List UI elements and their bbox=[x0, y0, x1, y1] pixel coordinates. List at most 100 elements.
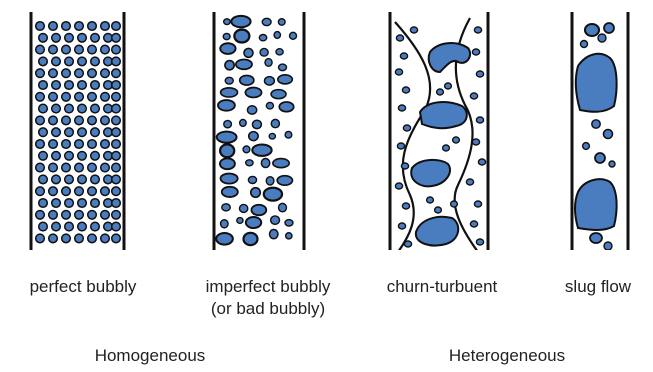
bubble bbox=[39, 128, 48, 137]
bubble bbox=[474, 27, 481, 33]
bubble bbox=[39, 104, 48, 113]
panel-churn-turbulent bbox=[390, 12, 488, 250]
bubble bbox=[243, 146, 250, 153]
bubble bbox=[39, 152, 48, 161]
bubble bbox=[62, 116, 71, 125]
bubble bbox=[271, 90, 286, 99]
bubble bbox=[402, 203, 409, 209]
bubble bbox=[395, 183, 402, 189]
bubble bbox=[216, 233, 233, 245]
bubble bbox=[78, 152, 87, 161]
bubble bbox=[39, 175, 48, 184]
bubble bbox=[249, 132, 258, 141]
bubble bbox=[220, 173, 237, 183]
taylor-bubble bbox=[575, 179, 617, 230]
bubble bbox=[476, 117, 483, 123]
bubble bbox=[78, 57, 87, 66]
bubble bbox=[276, 49, 283, 55]
bubble bbox=[609, 161, 615, 167]
bubble bbox=[252, 120, 261, 128]
bubble bbox=[52, 104, 61, 113]
bubble bbox=[49, 211, 58, 220]
bubble bbox=[251, 188, 260, 198]
bubble bbox=[62, 187, 71, 196]
bubble bbox=[221, 220, 229, 228]
bubble bbox=[474, 201, 481, 207]
bubble bbox=[78, 81, 87, 90]
bubble bbox=[112, 152, 121, 161]
bubble bbox=[285, 220, 293, 226]
bubble bbox=[62, 45, 71, 54]
bubble bbox=[75, 22, 84, 31]
bubble bbox=[237, 218, 243, 224]
bubble bbox=[78, 222, 87, 231]
bubble bbox=[398, 223, 405, 229]
bubble bbox=[112, 81, 121, 90]
bubble bbox=[278, 75, 292, 84]
bubble bbox=[112, 211, 121, 220]
bubble bbox=[36, 140, 45, 149]
bubble bbox=[65, 81, 74, 90]
bubble bbox=[246, 160, 253, 166]
bubble bbox=[91, 34, 100, 43]
bubble bbox=[36, 234, 45, 243]
bubble bbox=[36, 69, 45, 78]
bubble bbox=[101, 93, 110, 102]
bubble bbox=[252, 144, 271, 155]
flow-regime-diagram bbox=[0, 0, 653, 250]
panel-label-sub: (or bad bubbly) bbox=[178, 298, 358, 320]
bubble bbox=[91, 222, 100, 231]
bubble bbox=[52, 222, 61, 231]
bubbles-imperfect-bubbly bbox=[216, 16, 296, 245]
bubble bbox=[270, 230, 279, 239]
bubble bbox=[581, 41, 588, 48]
bubble bbox=[101, 116, 110, 125]
bubble bbox=[260, 48, 268, 56]
bubble bbox=[112, 128, 121, 137]
bubble bbox=[78, 175, 87, 184]
bubble bbox=[269, 133, 275, 139]
bubble bbox=[218, 100, 235, 111]
bubble bbox=[251, 205, 266, 216]
bubble bbox=[75, 187, 84, 196]
panel-label-imperfect-bubbly: imperfect bubbly (or bad bubbly) bbox=[178, 276, 358, 320]
bubble bbox=[225, 61, 234, 70]
bubble bbox=[101, 234, 110, 243]
bubble bbox=[88, 211, 97, 220]
bubble bbox=[52, 81, 61, 90]
bubble bbox=[91, 199, 100, 208]
bubble bbox=[279, 102, 293, 112]
bubble bbox=[65, 104, 74, 113]
bubble bbox=[78, 199, 87, 208]
bubble bbox=[75, 45, 84, 54]
bubble bbox=[88, 163, 97, 172]
bubble bbox=[65, 199, 74, 208]
bubble bbox=[112, 187, 121, 196]
bubble bbox=[75, 163, 84, 172]
bubble bbox=[112, 199, 121, 208]
bubble bbox=[401, 163, 408, 169]
bubble bbox=[101, 22, 110, 31]
bubble bbox=[264, 188, 282, 201]
bubble bbox=[239, 204, 247, 212]
bubble bbox=[75, 211, 84, 220]
bubble bbox=[285, 131, 292, 138]
bubble bbox=[248, 176, 256, 183]
bubble bbox=[478, 159, 485, 165]
bubble bbox=[590, 233, 602, 243]
bubble bbox=[396, 35, 403, 41]
bubble bbox=[395, 69, 402, 75]
bubble bbox=[75, 69, 84, 78]
bubble bbox=[36, 187, 45, 196]
bubble bbox=[266, 102, 273, 109]
bubble bbox=[220, 43, 235, 54]
bubble bbox=[75, 93, 84, 102]
bubble bbox=[274, 32, 280, 39]
bubble bbox=[453, 137, 460, 143]
bubble bbox=[49, 234, 58, 243]
bubble bbox=[112, 140, 121, 149]
bubble bbox=[65, 128, 74, 137]
bubble bbox=[75, 234, 84, 243]
gas-slug-blob bbox=[411, 160, 450, 186]
panel-label-main: imperfect bubbly bbox=[178, 276, 358, 298]
